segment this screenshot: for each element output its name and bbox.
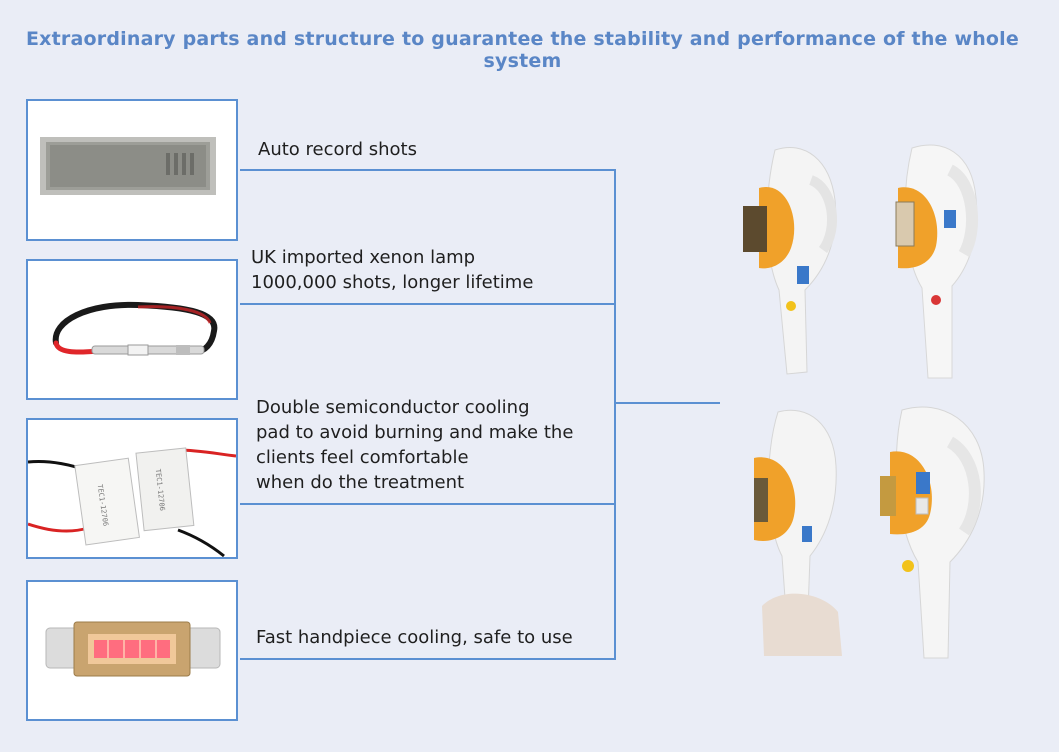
ipl-handpiece-front-view bbox=[895, 144, 979, 379]
ipl-handpiece-angled-view bbox=[880, 406, 985, 659]
lcd-counter-image bbox=[26, 99, 238, 241]
connector-line-1 bbox=[240, 169, 616, 171]
feature-label-line: clients feel comfortable bbox=[256, 447, 469, 468]
feature-label-line: pad to avoid burning and make the bbox=[256, 422, 574, 443]
feature-label-cooling-pads: Double semiconductor cooling pad to avoi… bbox=[256, 395, 573, 495]
ipl-handpiece-side-view bbox=[743, 146, 838, 375]
connector-collector-line bbox=[614, 169, 616, 660]
connector-branch-line bbox=[614, 402, 720, 404]
feature-label-line: UK imported xenon lamp bbox=[251, 247, 476, 268]
feature-label-line: 1000,000 shots, longer lifetime bbox=[251, 272, 534, 293]
feature-label-line: Double semiconductor cooling bbox=[256, 397, 530, 418]
connector-line-4 bbox=[240, 658, 616, 660]
xenon-lamp-image bbox=[26, 259, 238, 400]
connector-line-2 bbox=[240, 303, 616, 305]
feature-label-xenon-lamp: UK imported xenon lamp 1000,000 shots, l… bbox=[251, 245, 533, 295]
feature-label-line: Fast handpiece cooling, safe to use bbox=[256, 627, 573, 648]
ipl-handpiece-held-view bbox=[754, 409, 842, 656]
feature-label-handpiece-cooling: Fast handpiece cooling, safe to use bbox=[256, 625, 573, 650]
feature-label-auto-record: Auto record shots bbox=[258, 137, 417, 162]
handpiece-light-window-image bbox=[26, 580, 238, 721]
page-headline: Extraordinary parts and structure to gua… bbox=[26, 28, 1019, 72]
feature-label-line: Auto record shots bbox=[258, 139, 417, 160]
feature-label-line: when do the treatment bbox=[256, 472, 465, 493]
connector-line-3 bbox=[240, 503, 616, 505]
semiconductor-cooling-pads-image: TEC1-12706 TEC1-12706 bbox=[26, 418, 238, 559]
